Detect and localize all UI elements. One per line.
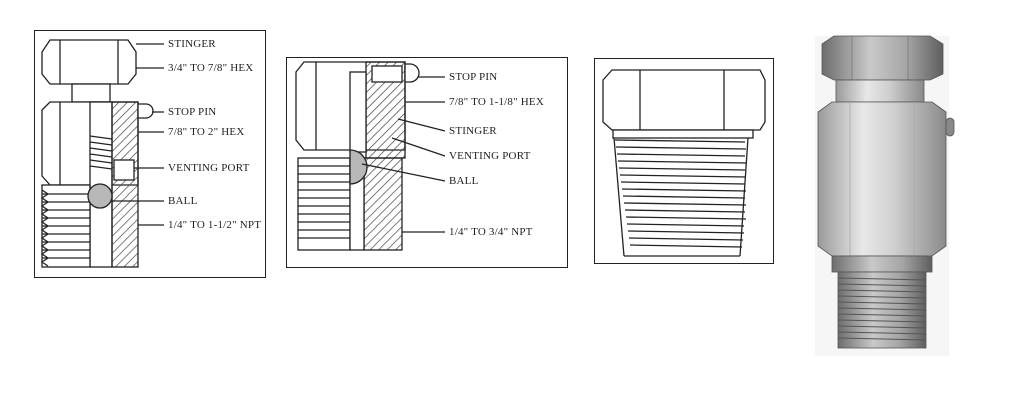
d1-label-npt: 1/4" TO 1-1/2" NPT [168, 219, 262, 231]
diagram1-drawing [40, 39, 164, 268]
d2-label-npt: 1/4" TO 3/4" NPT [449, 226, 533, 238]
render-top-nut [821, 35, 944, 81]
d2-label-venting-port: VENTING PORT [449, 150, 531, 162]
d1-label-venting-port: VENTING PORT [168, 162, 250, 174]
d1-label-hex-large: 7/8" TO 2" HEX [168, 126, 245, 138]
d1-label-stinger: STINGER [168, 38, 216, 50]
diagram1-stop-pin [137, 103, 154, 119]
d2-label-stop-pin: STOP PIN [449, 71, 498, 83]
diagram1-stinger-threads [89, 135, 113, 170]
d1-label-ball: BALL [168, 195, 198, 207]
diagram1-stinger-hex [41, 39, 137, 85]
d2-label-stinger: STINGER [449, 125, 497, 137]
diagram1-ball [87, 183, 113, 209]
diagram2-drawing [295, 61, 446, 251]
d2-label-hex: 7/8" TO 1-1/8" HEX [449, 96, 544, 108]
diagram3-hex [602, 69, 766, 131]
diagram2-npt-threads [298, 165, 350, 239]
d1-label-stop-pin: STOP PIN [168, 106, 217, 118]
diagram1-hatch-wall [111, 101, 139, 268]
render-main-hex [817, 101, 947, 257]
d2-label-ball: BALL [449, 175, 479, 187]
d1-label-hex-small: 3/4" TO 7/8" HEX [168, 62, 254, 74]
diagram3-threads [613, 137, 749, 257]
diagram3-drawing [602, 69, 766, 257]
diagram1-npt-threads [40, 189, 90, 267]
diagram2-ball [349, 149, 368, 185]
fitting-render [815, 35, 955, 356]
diagram2-stop-pin [404, 63, 420, 83]
diagram2-hatch-wall [363, 157, 403, 251]
